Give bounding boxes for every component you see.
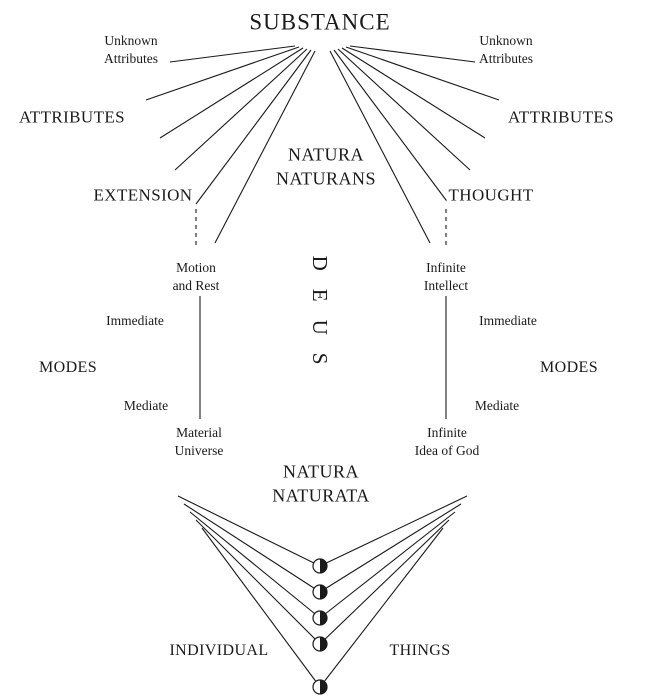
things-label: THINGS xyxy=(387,640,453,662)
substance-fan-left xyxy=(145,45,316,244)
modes-right-label: MODES xyxy=(537,357,601,379)
half-filled-circle-icon xyxy=(312,610,328,626)
dashed-connectors xyxy=(195,209,447,247)
mediate-right-label: Mediate xyxy=(472,396,522,416)
naturata-fan-right xyxy=(319,495,468,688)
unknown-attributes-right-label: Unknown Attributes xyxy=(477,31,535,69)
infinite-intellect-line2: Intellect xyxy=(423,278,469,293)
infinite-intellect-line1: Infinite xyxy=(426,259,466,275)
individual-label: INDIVIDUAL xyxy=(167,640,271,662)
natura-naturata-line2: NATURATA xyxy=(272,486,370,506)
half-filled-circle-icon xyxy=(312,636,328,652)
immediate-right-label: Immediate xyxy=(477,311,539,331)
half-filled-circle-icon xyxy=(312,584,328,600)
material-universe-label: Material Universe xyxy=(172,423,226,461)
naturata-fan-left xyxy=(177,495,321,688)
natura-naturata-line1: NATURA xyxy=(282,461,359,482)
material-universe-line1: Material xyxy=(176,424,222,440)
individual-thing-nodes xyxy=(312,558,328,695)
unknown-attributes-right-line2: Attributes xyxy=(479,51,533,66)
mode-lines xyxy=(199,296,447,419)
material-universe-line2: Universe xyxy=(174,443,224,458)
extension-label: EXTENSION xyxy=(91,184,195,208)
natura-naturans-line1: NATURA xyxy=(287,144,365,165)
deus-label: DEUS xyxy=(308,255,333,383)
natura-naturata-label: NATURA NATURATA xyxy=(270,460,372,509)
motion-and-rest-label: Motion and Rest xyxy=(170,258,222,296)
attributes-left-label: ATTRIBUTES xyxy=(17,106,127,130)
infinite-intellect-label: Infinite Intellect xyxy=(421,258,471,296)
substance-fan-right xyxy=(329,45,500,244)
half-filled-circle-icon xyxy=(312,679,328,695)
infinite-idea-of-god-line1: Infinite xyxy=(427,424,467,440)
unknown-attributes-left-line2: Attributes xyxy=(104,51,158,66)
attributes-right-label: ATTRIBUTES xyxy=(506,106,616,130)
modes-left-label: MODES xyxy=(36,357,100,379)
infinite-idea-of-god-line2: Idea of God xyxy=(414,443,480,458)
motion-and-rest-line2: and Rest xyxy=(172,278,220,293)
unknown-attributes-right-line1: Unknown xyxy=(479,32,533,48)
thought-label: THOUGHT xyxy=(446,184,536,208)
unknown-attributes-left-line1: Unknown xyxy=(104,32,158,48)
natura-naturans-label: NATURA NATURANS xyxy=(274,143,378,192)
infinite-idea-of-god-label: Infinite Idea of God xyxy=(412,423,482,461)
immediate-left-label: Immediate xyxy=(104,311,166,331)
unknown-attributes-left-label: Unknown Attributes xyxy=(102,31,160,69)
mediate-left-label: Mediate xyxy=(121,396,171,416)
substance-title: SUBSTANCE xyxy=(247,6,393,38)
natura-naturans-line2: NATURANS xyxy=(275,169,377,189)
half-filled-circle-icon xyxy=(312,558,328,574)
motion-and-rest-line1: Motion xyxy=(176,259,216,275)
